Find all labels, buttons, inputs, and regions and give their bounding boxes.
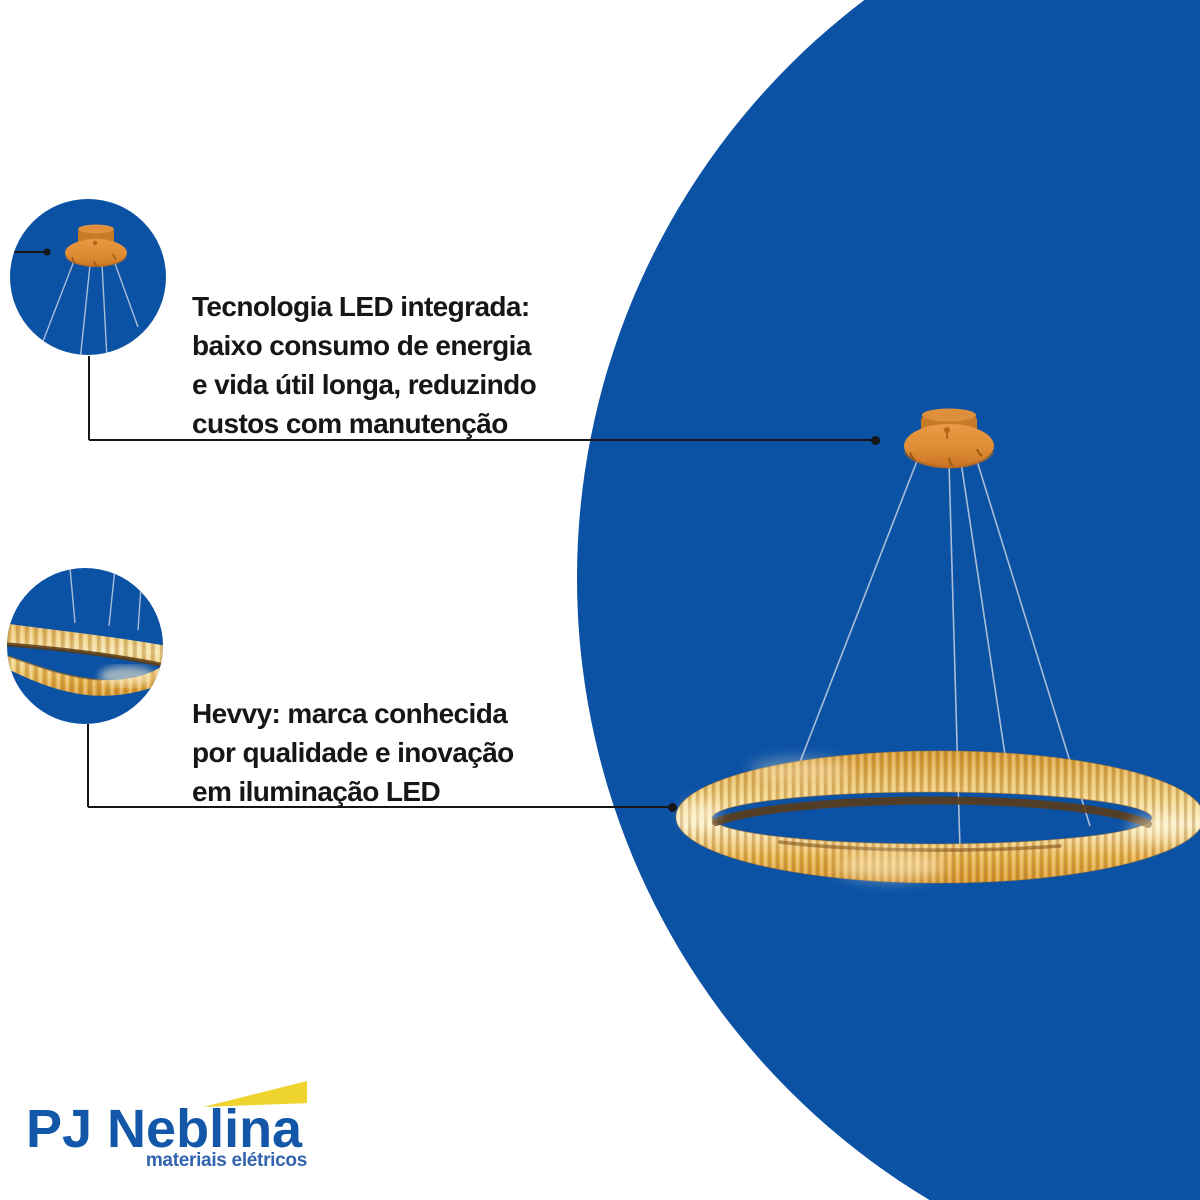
callout-led-text: Tecnologia LED integrada: baixo consumo … (192, 287, 537, 443)
callout-led-connector-vertical (88, 356, 90, 440)
callout-brand-dot-icon (668, 803, 677, 812)
logo-name: PJ Neblina (26, 1099, 303, 1159)
canopy-closeup-image (12, 224, 139, 355)
detail-circle-ring (7, 568, 163, 724)
ring-closeup-image (7, 568, 163, 696)
ring-closeup-wires (69, 568, 143, 631)
canopy-image (903, 408, 995, 469)
callout-led-dot-icon (871, 436, 880, 445)
detail-circle-canopy (10, 199, 166, 355)
callout-brand-line-1: Hevvy: marca conhecida (192, 698, 508, 729)
logo-tagline: materiais elétricos (145, 1150, 307, 1171)
callout-brand-line-3: em iluminação LED (192, 776, 441, 807)
callout-brand-connector-vertical (87, 724, 89, 807)
brand-logo: PJ Neblina materiais elétricos (26, 1078, 316, 1173)
suspension-wires (785, 460, 1091, 851)
ring-image (675, 750, 1200, 884)
canopy-closeup-wires (39, 257, 139, 355)
ring-closeup-bands (7, 623, 163, 696)
callout-brand-connector-horizontal (88, 806, 673, 808)
callout-brand-line-2: por qualidade e inovação (192, 737, 514, 768)
callout-led-connector-horizontal (89, 439, 876, 441)
callout-led-line-1: Tecnologia LED integrada: (192, 291, 530, 322)
callout-led-line-3: e vida útil longa, reduzindo (192, 369, 537, 400)
callout-brand-text: Hevvy: marca conhecida por qualidade e i… (192, 694, 514, 811)
callout-led-line-2: baixo consumo de energia (192, 330, 531, 361)
callout-led-line-4: custos com manutenção (192, 408, 508, 439)
canopy-closeup-pointer (12, 248, 51, 256)
